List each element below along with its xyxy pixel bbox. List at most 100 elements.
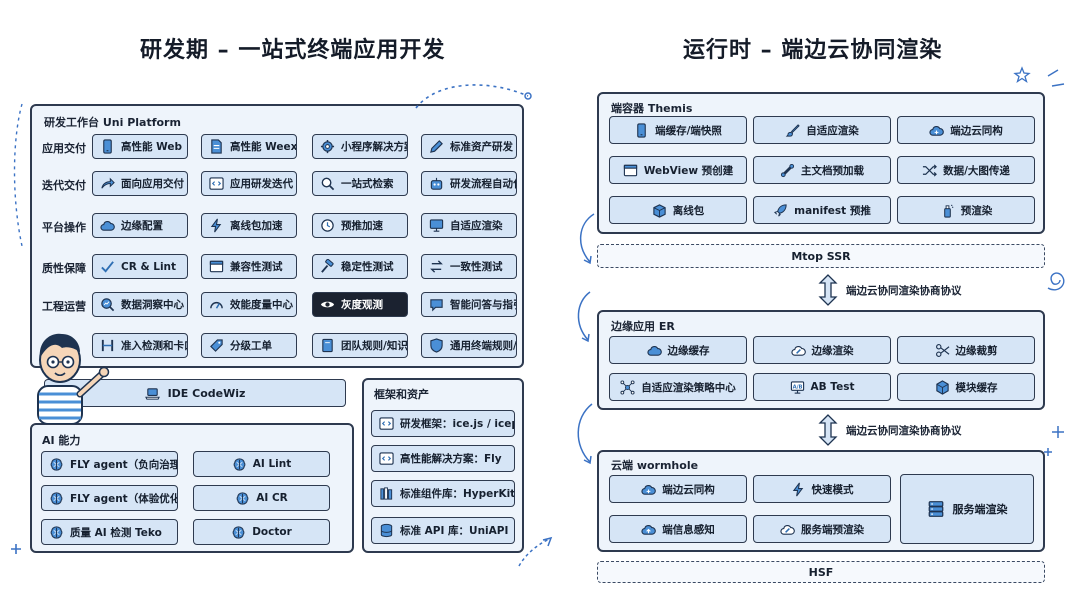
themis-chip[interactable]: WebView 预创建 xyxy=(609,156,747,184)
hammer-icon xyxy=(320,259,335,274)
platform-chip[interactable]: 边缘配置 xyxy=(92,213,188,238)
platform-chip[interactable]: 研发流程自动化 xyxy=(421,171,517,196)
ai-chip[interactable]: 质量 AI 检测 Teko xyxy=(41,519,178,545)
themis-chip-label: 主文档预加载 xyxy=(801,164,864,177)
themis-chip[interactable]: 端边云同构 xyxy=(897,116,1035,144)
platform-chip[interactable]: CR & Lint xyxy=(92,254,188,279)
decorative-dashed-line-left xyxy=(13,103,23,247)
themis-chip[interactable]: 数据/大图传递 xyxy=(897,156,1035,184)
cloud-chip[interactable]: 服务端预渲染 xyxy=(753,515,891,543)
platform-chip[interactable]: 面向应用交付 xyxy=(92,171,188,196)
themis-chip-label: 端缓存/端快照 xyxy=(655,124,722,137)
row-label: 迭代交付 xyxy=(42,179,86,192)
platform-chip-label: 边缘配置 xyxy=(121,220,163,232)
platform-chip[interactable]: 兼容性测试 xyxy=(201,254,297,279)
platform-chip[interactable]: 高性能 Web xyxy=(92,134,188,159)
themis-chip[interactable]: 端缓存/端快照 xyxy=(609,116,747,144)
themis-chip[interactable]: 主文档预加载 xyxy=(753,156,891,184)
ai-chip[interactable]: Doctor xyxy=(193,519,330,545)
platform-chip[interactable]: 预推加速 xyxy=(312,213,408,238)
platform-chip[interactable]: 标准资产研发 xyxy=(421,134,517,159)
decorative-curve-arrow-3 xyxy=(577,403,593,465)
ide-codewiz-chip[interactable]: IDE CodeWiz xyxy=(44,379,346,407)
framework-chip[interactable]: 标准组件库：HyperKit xyxy=(371,480,515,507)
cloud-chip[interactable]: 端边云同构 xyxy=(609,475,747,503)
lightning-icon xyxy=(791,482,806,497)
ai-chip[interactable]: AI CR xyxy=(193,485,330,511)
edge-chip[interactable]: 边缘缓存 xyxy=(609,336,747,364)
platform-chip[interactable]: 高性能 Weex xyxy=(201,134,297,159)
platform-chip-label: 预推加速 xyxy=(341,220,383,232)
themis-chip[interactable]: manifest 预推 xyxy=(753,196,891,224)
platform-chip[interactable]: 数据洞察中心 xyxy=(92,292,188,317)
cloud-brush-icon xyxy=(780,522,795,537)
ai-chip[interactable]: FLY agent（负向治理） xyxy=(41,451,178,477)
search-chart-icon xyxy=(100,297,115,312)
phone-icon xyxy=(100,139,115,154)
platform-chip-label: 研发流程自动化 xyxy=(450,178,517,190)
ai-chip-label: Doctor xyxy=(252,526,292,538)
tag-icon xyxy=(209,338,224,353)
platform-chip-label: 自适应渲染 xyxy=(450,220,503,232)
ai-chip[interactable]: AI Lint xyxy=(193,451,330,477)
platform-chip[interactable]: 小程序解决方案 xyxy=(312,134,408,159)
themis-container-title: 端容器 Themis xyxy=(611,102,693,115)
ai-chip[interactable]: FLY agent（体验优化） xyxy=(41,485,178,511)
eye-icon xyxy=(320,297,335,312)
platform-chip[interactable]: 一站式检索 xyxy=(312,171,408,196)
framework-chip-label: 研发框架：ice.js / icepkg xyxy=(400,418,514,430)
laptop-icon xyxy=(145,386,160,401)
themis-chip-label: 端边云同构 xyxy=(950,124,1003,137)
platform-chip[interactable]: 自适应渲染 xyxy=(421,213,517,238)
platform-chip[interactable]: 一致性测试 xyxy=(421,254,517,279)
framework-chip[interactable]: 高性能解决方案：Fly xyxy=(371,445,515,472)
platform-chip[interactable]: 效能度量中心 xyxy=(201,292,297,317)
cloud-chip-label: 服务端预渲染 xyxy=(801,523,864,536)
ai-chip-label: 质量 AI 检测 Teko xyxy=(70,526,162,539)
platform-chip[interactable]: 智能问答与指引 xyxy=(421,292,517,317)
cloud-chip[interactable]: 快速模式 xyxy=(753,475,891,503)
cube-icon xyxy=(935,380,950,395)
platform-chip-label: 标准资产研发 xyxy=(450,141,513,153)
uni-platform-title: 研发工作台 Uni Platform xyxy=(44,116,181,129)
ai-capability-title: AI 能力 xyxy=(42,434,81,447)
platform-chip[interactable]: 通用终端规则/知识 xyxy=(421,333,517,358)
code-icon xyxy=(379,416,394,431)
edge-chip-label: AB Test xyxy=(810,381,855,393)
row-label: 应用交付 xyxy=(42,142,86,155)
server-render-chip[interactable]: 服务端渲染 xyxy=(900,474,1034,544)
edge-chip[interactable]: 边缘渲染 xyxy=(753,336,891,364)
database-icon xyxy=(379,523,394,538)
edge-chip[interactable]: 模块缓存 xyxy=(897,373,1035,401)
platform-chip[interactable]: 分级工单 xyxy=(201,333,297,358)
cloud-chip[interactable]: 端信息感知 xyxy=(609,515,747,543)
shield-icon xyxy=(429,338,444,353)
framework-chip[interactable]: 研发框架：ice.js / icepkg xyxy=(371,410,515,437)
edge-chip[interactable]: 自适应渲染策略中心 xyxy=(609,373,747,401)
platform-chip[interactable]: 团队规则/知识 xyxy=(312,333,408,358)
platform-chip[interactable]: 应用研发迭代 xyxy=(201,171,297,196)
edge-chip[interactable]: AB Test xyxy=(753,373,891,401)
share-icon xyxy=(100,176,115,191)
platform-chip[interactable]: 准入检测和卡口 xyxy=(92,333,188,358)
edge-chip[interactable]: 边缘裁剪 xyxy=(897,336,1035,364)
cloud-icon xyxy=(100,218,115,233)
themis-chip[interactable]: 离线包 xyxy=(609,196,747,224)
spray-icon xyxy=(940,203,955,218)
hsf-bar: HSF xyxy=(597,561,1045,583)
edge-chip-label: 模块缓存 xyxy=(955,381,998,394)
phone-icon xyxy=(634,123,649,138)
themis-chip[interactable]: 预渲染 xyxy=(897,196,1035,224)
ide-codewiz-label: IDE CodeWiz xyxy=(167,386,246,400)
platform-chip[interactable]: 灰度观测 xyxy=(312,292,408,317)
swap-icon xyxy=(429,259,444,274)
framework-chip[interactable]: 标准 API 库：UniAPI xyxy=(371,517,515,544)
themis-chip[interactable]: 自适应渲染 xyxy=(753,116,891,144)
pencil-icon xyxy=(429,139,444,154)
server-render-label: 服务端渲染 xyxy=(952,503,1008,516)
lightning-icon xyxy=(209,218,224,233)
book-icon xyxy=(320,338,335,353)
decorative-curve-arrow-1 xyxy=(580,213,595,265)
platform-chip[interactable]: 离线包加速 xyxy=(201,213,297,238)
platform-chip[interactable]: 稳定性测试 xyxy=(312,254,408,279)
